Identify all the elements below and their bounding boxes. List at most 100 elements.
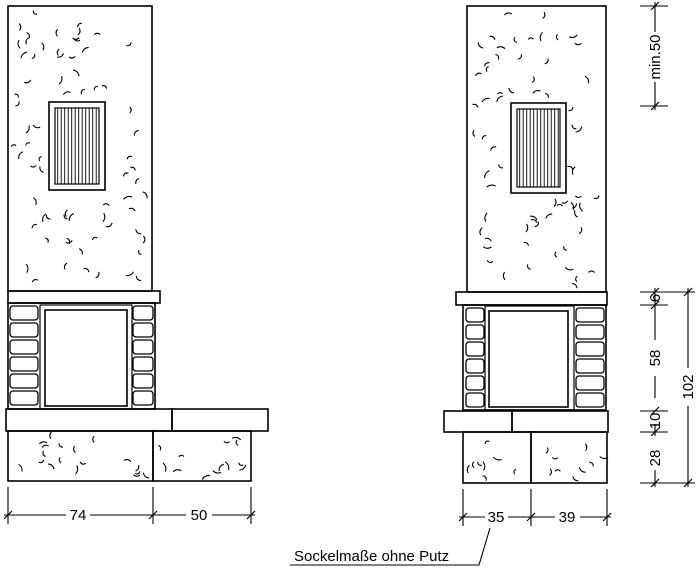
stone-mark [527,37,534,40]
caption-sockelmasse: Sockelmaße ohne Putz [294,548,449,565]
stone-mark [41,444,49,448]
stone-mark [58,443,64,448]
brick [465,307,485,323]
brick [465,392,485,408]
left-brick-column-left [9,305,39,406]
brick [9,322,39,338]
stone-mark [39,166,44,173]
stone-mark [482,246,492,249]
stone-mark [544,58,549,65]
right-fire-opening [484,305,575,411]
left-brick-column-right [132,305,154,406]
stone-mark [101,84,108,89]
stone-mark [532,90,541,94]
stone-mark [513,36,518,44]
stone-mark [486,184,496,188]
stone-mark [481,97,490,103]
left-lintel [7,290,161,304]
left-hearth-slab [5,408,173,432]
stone-mark [571,203,578,209]
stone-mark [135,275,142,282]
brick [132,390,154,406]
dim-sill-10: 10 [647,413,664,430]
stone-mark [534,221,540,228]
right-lintel [455,291,608,306]
stone-mark [571,166,576,175]
stone-mark [56,48,60,56]
stone-mark [554,251,558,258]
stone-mark [158,444,162,451]
left-fire-opening [39,304,133,410]
stone-mark [239,464,247,471]
stone-mark [212,470,222,474]
stone-mark [81,46,89,53]
stone-mark [599,456,609,460]
stone-mark [231,436,242,441]
stone-mark [102,203,110,206]
brick [575,375,605,391]
stone-mark [78,248,83,255]
stone-mark [20,51,28,59]
left-width-dimensions [3,487,256,524]
stone-mark [178,454,185,458]
stone-mark [32,124,41,129]
stone-mark [31,278,39,283]
right-elevation [443,5,609,484]
stone-mark [472,103,479,108]
stone-mark [45,237,49,243]
left-vent-grille [48,101,106,191]
dim-lintel-6: 6 [647,294,664,302]
brick [465,358,485,374]
stone-mark [477,42,484,49]
brick [9,339,39,355]
stone-mark [63,214,68,220]
stone-mark [25,263,29,273]
stone-mark [130,166,136,171]
brick [465,341,485,357]
stone-mark [68,55,76,59]
dim-left-74: 74 [70,507,87,524]
stone-mark [525,223,529,233]
stone-mark [39,441,48,445]
stone-mark [495,53,500,60]
stone-mark [489,35,496,40]
brick [575,392,605,408]
caption-leader [290,527,491,566]
stone-mark [201,475,211,480]
right-base-block-2 [530,431,608,484]
stone-mark [76,22,82,28]
stone-mark [55,28,59,37]
stone-mark [58,456,62,464]
stone-mark [30,164,37,168]
stone-mark [218,463,225,472]
stone-mark [544,92,549,99]
brick [132,356,154,372]
stone-mark [224,461,230,471]
right-height-dimensions [640,1,695,488]
stone-mark [93,32,101,36]
stone-mark [466,464,470,474]
stone-mark [91,236,98,241]
stone-mark [223,440,230,444]
stone-mark [485,66,489,72]
stone-mark [172,469,182,473]
stone-mark [489,146,497,151]
stone-mark [18,151,24,160]
stone-mark [75,465,79,475]
stone-mark [472,129,476,137]
stone-mark [517,54,523,60]
stone-mark [134,471,141,475]
stone-mark [526,264,531,270]
stone-mark [123,195,133,200]
stone-mark [24,79,32,84]
stone-mark [549,468,552,476]
stone-mark [502,271,506,281]
stone-mark [138,249,142,255]
stone-mark [135,465,140,472]
stone-mark [481,135,487,140]
stone-mark [62,91,71,96]
brick [132,305,154,321]
stone-mark [496,95,504,102]
stone-mark [513,468,517,475]
